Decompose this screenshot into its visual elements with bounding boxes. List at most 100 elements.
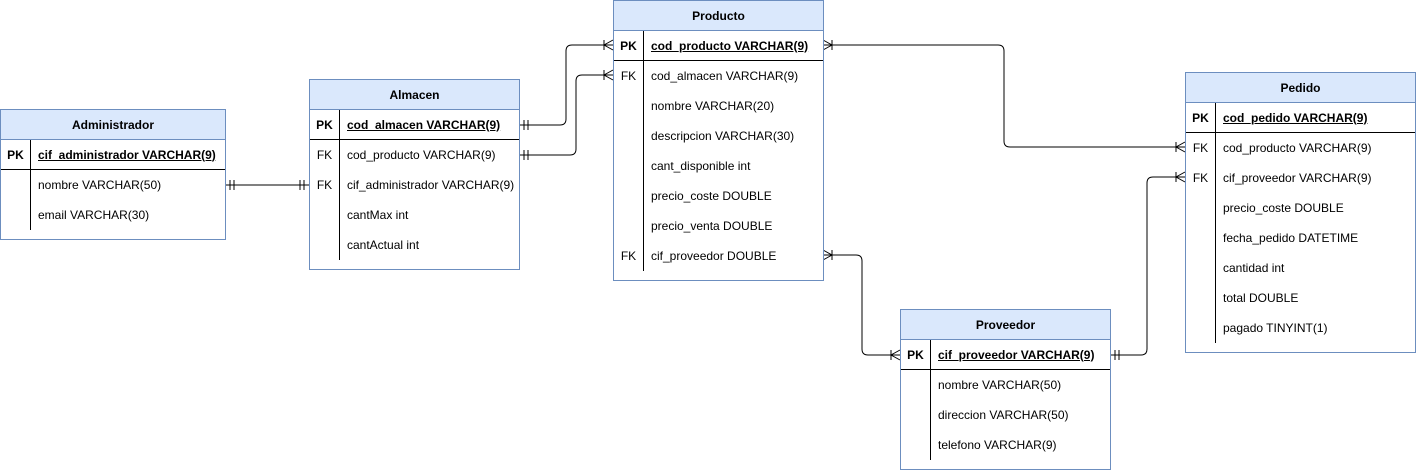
attribute-text: cod_producto VARCHAR(9) (347, 148, 496, 162)
relationship-producto-proveedor[interactable] (822, 249, 901, 361)
key-label: FK (614, 61, 644, 91)
key-label (310, 230, 340, 260)
entity-title[interactable]: Producto (614, 1, 823, 31)
attribute-text: cif_proveedor VARCHAR(9) (1223, 171, 1372, 185)
attribute-row[interactable]: descripcion VARCHAR(30) (614, 121, 823, 151)
key-label: PK (614, 31, 644, 60)
entity-almacen[interactable]: Almacen PK cod_almacen VARCHAR(9) FK cod… (309, 79, 520, 270)
attribute-row[interactable]: precio_coste DOUBLE (614, 181, 823, 211)
attribute-text: descripcion VARCHAR(30) (651, 129, 795, 143)
key-label (1186, 193, 1216, 223)
key-label (1, 200, 31, 230)
attribute-row[interactable]: cantidad int (1186, 253, 1415, 283)
attribute-text: cif_administrador VARCHAR(9) (347, 178, 515, 192)
key-label: PK (901, 340, 931, 369)
attribute-row[interactable]: FK cif_proveedor DOUBLE (614, 241, 823, 271)
attribute-row[interactable]: FK cif_administrador VARCHAR(9) (310, 170, 519, 200)
attribute-text: nombre VARCHAR(20) (651, 99, 775, 113)
pk-row[interactable]: PK cif_administrador VARCHAR(9) (1, 140, 225, 170)
pk-row[interactable]: PK cod_pedido VARCHAR(9) (1186, 103, 1415, 133)
attribute-row[interactable]: pagado TINYINT(1) (1186, 313, 1415, 343)
key-label (614, 181, 644, 211)
attribute-text: cif_proveedor DOUBLE (651, 249, 777, 263)
attribute-text: precio_venta DOUBLE (651, 219, 773, 233)
attribute-text: pagado TINYINT(1) (1223, 321, 1328, 335)
attribute-text: email VARCHAR(30) (38, 208, 150, 222)
entity-pedido[interactable]: Pedido PK cod_pedido VARCHAR(9) FK cod_p… (1185, 72, 1416, 353)
entity-title[interactable]: Pedido (1186, 73, 1415, 103)
attribute-row[interactable]: direccion VARCHAR(50) (901, 400, 1110, 430)
attribute-text: cod_pedido VARCHAR(9) (1223, 110, 1368, 125)
relationship-producto-pedido[interactable] (822, 39, 1186, 153)
entity-administrador[interactable]: Administrador PK cif_administrador VARCH… (0, 109, 226, 240)
key-label (1186, 283, 1216, 313)
key-label: PK (1186, 103, 1216, 132)
key-label (901, 430, 931, 460)
key-label: FK (1186, 163, 1216, 193)
attribute-text: cod_almacen VARCHAR(9) (347, 117, 501, 132)
attribute-text: cantMax int (347, 208, 409, 222)
attribute-text: cantidad int (1223, 261, 1285, 275)
attribute-text: nombre VARCHAR(50) (938, 378, 1062, 392)
attribute-text: precio_coste DOUBLE (651, 189, 772, 203)
key-label (614, 211, 644, 241)
attribute-text: cif_administrador VARCHAR(9) (38, 147, 216, 162)
attribute-row[interactable]: precio_venta DOUBLE (614, 211, 823, 241)
attribute-row[interactable]: nombre VARCHAR(50) (901, 370, 1110, 400)
key-label: PK (1, 140, 31, 169)
entity-title[interactable]: Proveedor (901, 310, 1110, 340)
key-label (1186, 253, 1216, 283)
attribute-text: cod_producto VARCHAR(9) (1223, 141, 1372, 155)
relationship-proveedor-pedido[interactable] (1110, 171, 1186, 360)
key-label: PK (310, 110, 340, 139)
attribute-text: cod_almacen VARCHAR(9) (651, 69, 799, 83)
attribute-row[interactable]: FK cif_proveedor VARCHAR(9) (1186, 163, 1415, 193)
attribute-text: direccion VARCHAR(50) (938, 408, 1069, 422)
attribute-text: precio_coste DOUBLE (1223, 201, 1344, 215)
attribute-row[interactable]: precio_coste DOUBLE (1186, 193, 1415, 223)
attribute-row[interactable]: cantActual int (310, 230, 519, 260)
attribute-row[interactable]: nombre VARCHAR(20) (614, 91, 823, 121)
attribute-row[interactable]: nombre VARCHAR(50) (1, 170, 225, 200)
key-label: FK (1186, 133, 1216, 163)
key-label (614, 121, 644, 151)
key-label (614, 91, 644, 121)
key-label (1186, 223, 1216, 253)
attribute-text: cantActual int (347, 238, 420, 252)
key-label: FK (310, 140, 340, 170)
entity-title[interactable]: Almacen (310, 80, 519, 110)
pk-row[interactable]: PK cod_producto VARCHAR(9) (614, 31, 823, 61)
attribute-text: cif_proveedor VARCHAR(9) (938, 347, 1095, 362)
entity-proveedor[interactable]: Proveedor PK cif_proveedor VARCHAR(9) no… (900, 309, 1111, 470)
key-label: FK (310, 170, 340, 200)
attribute-row[interactable]: FK cod_almacen VARCHAR(9) (614, 61, 823, 91)
attribute-row[interactable]: cant_disponible int (614, 151, 823, 181)
relationship-administrador-almacen[interactable] (225, 180, 309, 190)
pk-row[interactable]: PK cod_almacen VARCHAR(9) (310, 110, 519, 140)
key-label (1186, 313, 1216, 343)
entity-producto[interactable]: Producto PK cod_producto VARCHAR(9) FK c… (613, 0, 824, 281)
attribute-text: nombre VARCHAR(50) (38, 178, 162, 192)
key-label: FK (614, 241, 644, 271)
key-label (614, 151, 644, 181)
attribute-text: cod_producto VARCHAR(9) (651, 38, 809, 53)
key-label (1, 170, 31, 200)
attribute-row[interactable]: fecha_pedido DATETIME (1186, 223, 1415, 253)
attribute-row[interactable]: email VARCHAR(30) (1, 200, 225, 230)
key-label (310, 200, 340, 230)
attribute-text: cant_disponible int (651, 159, 751, 173)
entity-title[interactable]: Administrador (1, 110, 225, 140)
attribute-row[interactable]: FK cod_producto VARCHAR(9) (310, 140, 519, 170)
attribute-row[interactable]: telefono VARCHAR(9) (901, 430, 1110, 460)
key-label (901, 400, 931, 430)
attribute-text: telefono VARCHAR(9) (938, 438, 1057, 452)
attribute-text: fecha_pedido DATETIME (1223, 231, 1359, 245)
attribute-row[interactable]: FK cod_producto VARCHAR(9) (1186, 133, 1415, 163)
relationship-almacen-producto-pk[interactable] (519, 39, 614, 130)
pk-row[interactable]: PK cif_proveedor VARCHAR(9) (901, 340, 1110, 370)
attribute-row[interactable]: cantMax int (310, 200, 519, 230)
attribute-row[interactable]: total DOUBLE (1186, 283, 1415, 313)
relationship-almacen-producto-fk[interactable] (519, 69, 614, 160)
key-label (901, 370, 931, 400)
